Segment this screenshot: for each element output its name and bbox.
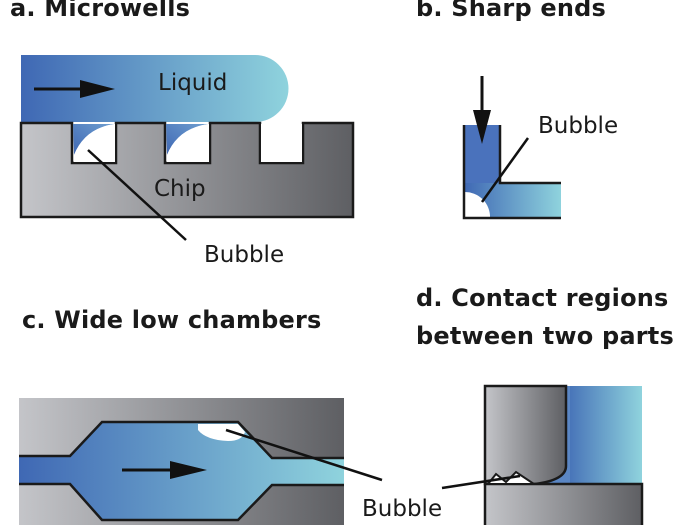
contact-liquid xyxy=(560,386,642,484)
well-2-meniscus xyxy=(166,124,209,155)
flow-arrow-head xyxy=(80,80,115,98)
panel-a-title: a. Microwells xyxy=(10,0,191,22)
corner-bubble xyxy=(464,191,491,218)
bubble-label-shared: Bubble xyxy=(362,496,442,522)
panel-d-title-line2: between two parts xyxy=(416,322,674,350)
panel-a-diagram: Liquid Chip Bubble xyxy=(19,55,355,268)
panel-c-diagram xyxy=(19,398,383,525)
well-1-bubble xyxy=(74,124,115,162)
bubble-leader-b xyxy=(480,137,530,203)
channel-walls xyxy=(462,125,561,220)
well-2-bubble xyxy=(167,124,209,162)
chamber-walls-top xyxy=(19,420,344,460)
lower-part xyxy=(483,482,644,525)
bubble-leader-d xyxy=(441,474,521,490)
bubble-label-a: Bubble xyxy=(204,242,284,268)
bubble-label-b: Bubble xyxy=(538,113,618,139)
upper-part xyxy=(483,384,568,486)
panel-d-diagram xyxy=(441,384,644,525)
bubble-leader-a xyxy=(87,149,187,241)
panel-b-diagram: Bubble xyxy=(462,76,618,220)
bubble-leader-c xyxy=(225,428,383,482)
chamber-walls-bottom xyxy=(19,482,344,522)
flow-arrow-c-head xyxy=(170,461,207,479)
panel-d-title-line1: d. Contact regions xyxy=(416,284,669,312)
flow-arrow-b-head xyxy=(473,110,491,144)
liquid-slug xyxy=(21,55,289,122)
chip-label: Chip xyxy=(154,176,206,202)
panel-c-title: c. Wide low chambers xyxy=(22,306,322,334)
liquid-label: Liquid xyxy=(158,70,227,96)
well-1-meniscus xyxy=(73,124,115,155)
well-3-empty xyxy=(261,124,302,162)
panel-b-title: b. Sharp ends xyxy=(416,0,607,22)
trapped-bubble-c xyxy=(198,424,245,441)
